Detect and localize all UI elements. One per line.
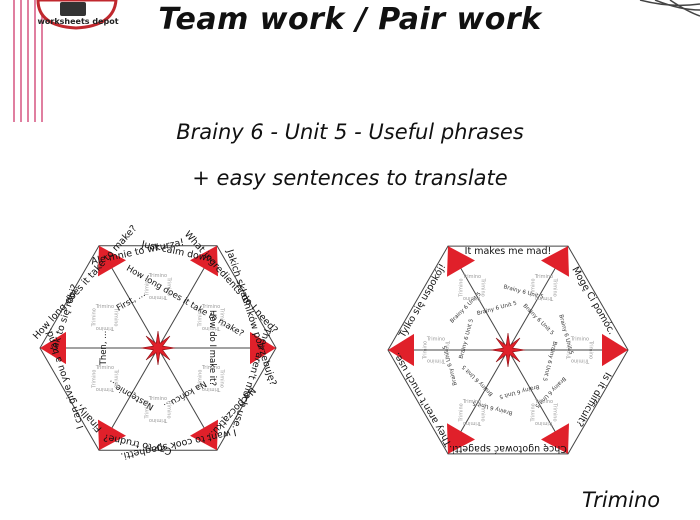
corner-triangle-mark (388, 333, 414, 367)
watermark-text: Trimino (91, 308, 97, 327)
watermark-text: Trimino (444, 340, 450, 359)
watermark-text: Trimino (96, 325, 115, 331)
watermark-text: Trimino (423, 341, 429, 360)
watermark-text: Trimino (459, 403, 465, 422)
corner-triangle-mark (98, 419, 126, 451)
corner-triangle-mark (250, 331, 276, 365)
watermark-text: Trimino (480, 402, 486, 421)
watermark-text: Trimino (201, 365, 220, 371)
watermark-text: Trimino (202, 325, 221, 331)
logo-text: worksheets depot (37, 17, 118, 26)
corner-triangle-mark (447, 423, 475, 454)
corner-triangle-mark (190, 419, 218, 451)
decorative-lines (639, 0, 700, 17)
watermark-text: Trimino (219, 307, 225, 326)
watermark-text: Trimino (145, 400, 151, 419)
corner-triangle-mark (447, 246, 475, 277)
watermark-text: Trimino (459, 278, 465, 297)
watermark-text: Trimino (534, 399, 553, 405)
watermark-text: Trimino (535, 420, 554, 426)
watermark-text: Trimino (427, 358, 446, 364)
watermark-text: Trimino (462, 399, 481, 405)
watermark-text: Trimino (570, 337, 589, 343)
watermark-text: Trimino (571, 358, 590, 364)
watermark-text: Trimino (91, 370, 97, 389)
watermark-text: Trimino (552, 277, 558, 296)
center-star-icon (140, 330, 176, 366)
logo-stripes (13, 0, 43, 122)
corner-triangle-mark (541, 423, 569, 454)
subtitle-line1: Brainy 6 - Unit 5 - Useful phrases (176, 120, 524, 144)
watermark-text: Trimino (166, 276, 172, 295)
watermark-text: Trimino (148, 273, 167, 279)
watermark-text: Trimino (463, 420, 482, 426)
right-hexagon-puzzle: It makes me mad!Mogę Ci pomóc.Is it diff… (387, 245, 629, 455)
watermark-text: Trimino (149, 294, 168, 300)
watermark-text: Trimino (96, 386, 115, 392)
brand-label: Trimino (582, 488, 661, 512)
watermark-text: Trimino (112, 307, 118, 326)
watermark-text: Trimino (567, 341, 573, 360)
watermark-text: Trimino (552, 402, 558, 421)
watermark-text: Trimino (219, 369, 225, 388)
watermark-text: Trimino (463, 295, 482, 301)
watermark-text: Trimino (462, 274, 481, 280)
watermark-text: Trimino (588, 340, 594, 359)
watermark-text: Trimino (198, 370, 204, 389)
watermark-text: Trimino (166, 399, 172, 418)
left-hexagon-puzzle: Ale mnie to wkurza!Just calm down.What i… (31, 223, 280, 461)
watermark-text: Trimino (202, 386, 221, 392)
watermark-text: Trimino (95, 365, 114, 371)
corner-triangle-mark (190, 245, 218, 277)
corner-triangle-mark (541, 246, 569, 277)
center-star-icon (490, 332, 526, 368)
page-title: Team work / Pair work (158, 2, 542, 37)
watermark-text: Trimino (148, 396, 167, 402)
inner-phrase-label: How do I make it? (207, 310, 217, 386)
book-icon (60, 2, 86, 16)
watermark-text: Trimino (149, 417, 168, 423)
watermark-text: Trimino (201, 304, 220, 310)
edge-phrase-label: Chcę ugotować spagetti. (449, 443, 567, 454)
corner-triangle-mark (602, 333, 628, 367)
watermark-text: Trimino (95, 304, 114, 310)
inner-phrase-label: Then, ... (99, 331, 109, 367)
watermark-text: Trimino (480, 277, 486, 296)
watermark-text: Trimino (531, 403, 537, 422)
edge-phrase-label: It makes me mad! (465, 246, 552, 257)
watermark-text: Trimino (198, 308, 204, 327)
subtitle-line2: + easy sentences to translate (192, 166, 508, 190)
watermark-text: Trimino (145, 277, 151, 296)
watermark-text: Trimino (534, 274, 553, 280)
watermark-text: Trimino (426, 337, 445, 343)
watermark-text: Trimino (535, 295, 554, 301)
watermark-text: Trimino (112, 369, 118, 388)
corner-triangle-mark (98, 245, 126, 277)
worksheets-depot-logo: worksheets depot (13, 0, 119, 122)
corner-triangle-mark (40, 331, 66, 365)
watermark-text: Trimino (531, 278, 537, 297)
